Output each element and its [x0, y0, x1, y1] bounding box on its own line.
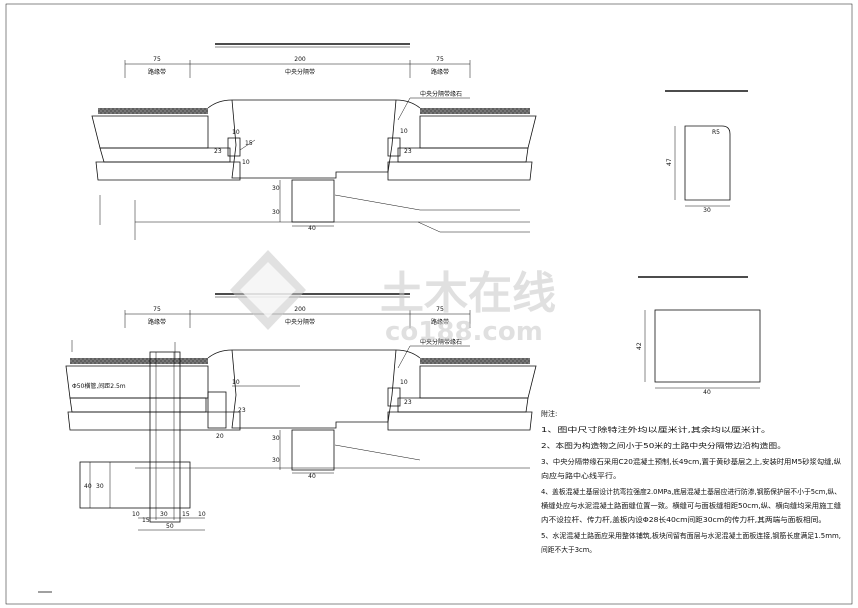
median-soil-surface-b: [207, 349, 421, 359]
note-line-5: 4、盖板混凝土基层设计抗弯拉强度2.0MPa,底层混凝土基层应进行防渗,钢筋保护…: [541, 487, 841, 496]
curb-right-b: [387, 387, 401, 407]
curb-right: [387, 137, 401, 157]
dim-d3: 23: [214, 148, 222, 155]
dim-b14: 50: [166, 523, 174, 530]
drain-block-profile: [654, 309, 761, 383]
dim-d8: 30: [272, 209, 280, 216]
dim-b1: 10: [232, 379, 240, 386]
dim-center-width-b: 200: [294, 306, 306, 313]
dim-d6: 10: [400, 128, 408, 135]
detail-bottom: 42 40: [636, 276, 761, 396]
detail-top-chamfer: R5: [712, 129, 720, 136]
watermark: 土木在线 co188.com: [230, 250, 556, 347]
dim-b11: 15: [142, 517, 150, 524]
sheet-frame: [5, 3, 853, 605]
dim-b15: 10: [198, 511, 206, 518]
dim-right-width-b: 75: [436, 306, 444, 313]
note-line-9: 间距不大于3cm。: [541, 545, 596, 554]
label-median-b: 中央分隔带: [285, 318, 315, 326]
note-line-4: 向应与路中心线平行。: [541, 471, 621, 480]
dim-d5: 23: [404, 148, 412, 155]
base-layer-left: [91, 115, 209, 149]
dim-d9: 40: [308, 225, 316, 232]
label-left-edge-strip: 路缘带: [148, 68, 166, 76]
section-bottom: 75 200 75 路缘带 中央分隔带 路缘带 Φ50横管,间距2.5m 10 …: [65, 293, 537, 531]
label-right-edge-strip: 路缘带: [431, 68, 449, 76]
notes-block: 附注: 1、图中尺寸除特注外均以厘米计,其余均以厘米计。 2、本图为构造物之间小…: [541, 409, 841, 554]
detail-bottom-width: 40: [703, 389, 711, 396]
dim-b6: 30: [272, 435, 280, 442]
dim-center-width: 200: [294, 56, 306, 63]
drain-gravel-block: [291, 179, 335, 223]
dim-left-width-b: 75: [153, 306, 161, 313]
asphalt-layer-left: [98, 108, 208, 114]
label-transverse-pipe: Φ50横管,间距2.5m: [72, 382, 126, 390]
note-line-3: 3、中央分隔带缘石采用C20混凝土预制,长49cm,置于黄砂基层之上,安装时用M…: [541, 457, 841, 466]
dim-d4: 15: [245, 140, 253, 147]
asphalt-layer-right-b: [420, 358, 530, 364]
detail-bottom-height: 42: [636, 342, 643, 350]
dim-b10: 30: [96, 483, 104, 490]
note-line-8: 5、水泥混凝土路面应采用整体铺筑,板块间留有面层与水泥混凝土面板连接,钢筋长度满…: [541, 531, 841, 540]
dim-d1: 10: [232, 129, 240, 136]
gravel-fill-left-b: [207, 391, 227, 429]
note-line-1: 1、图中尺寸除特注外均以厘米计,其余均以厘米计。: [541, 425, 771, 434]
detail-top-height: 47: [666, 158, 673, 166]
subbase-layer-right: [397, 147, 529, 163]
median-soil-surface: [207, 99, 421, 109]
label-median: 中央分隔带: [285, 68, 315, 76]
label-left-edge-strip-b: 路缘带: [148, 318, 166, 326]
dim-b13: 15: [182, 511, 190, 518]
detail-top-width: 30: [703, 207, 711, 214]
dim-right-width: 75: [436, 56, 444, 63]
section-top: 75 200 75 路缘带 中央分隔带 路缘带 10 10 23 15 23 1…: [91, 43, 537, 240]
label-median-curb: 中央分隔带缘石: [420, 90, 462, 98]
dim-d2: 10: [242, 159, 250, 166]
dim-b8: 40: [308, 473, 316, 480]
asphalt-layer-right: [420, 108, 530, 114]
dim-b7: 30: [272, 457, 280, 464]
note-line-7: 内不设拉杆、传力杆,盖板内设Φ28长40cm间距30cm的传力杆,其两端与面板相…: [541, 515, 826, 524]
dim-b16: 10: [132, 511, 140, 518]
base-layer-left-b: [65, 365, 209, 399]
dim-b12: 30: [160, 511, 168, 518]
detail-top: 47 30 R5: [665, 90, 748, 214]
bottom-layer-right-b: [387, 411, 533, 431]
dim-b3: 20: [216, 433, 224, 440]
vertical-drain-pipe: [149, 351, 181, 523]
label-right-edge-strip-b: 路缘带: [431, 318, 449, 326]
bottom-layer-left: [95, 161, 241, 181]
subbase-layer-left-b: [69, 397, 207, 413]
dim-b5: 23: [404, 399, 412, 406]
dim-b9: 40: [84, 483, 92, 490]
bottom-layer-left-b: [67, 411, 241, 431]
median-trench-outline-b: [231, 349, 397, 429]
dim-b4: 10: [400, 379, 408, 386]
watermark-brand: 土木在线: [380, 268, 556, 319]
outlet-structure: [79, 461, 191, 509]
subbase-layer-left: [99, 147, 231, 163]
watermark-domain: co188.com: [385, 317, 543, 347]
drain-gravel-block-b: [291, 429, 335, 471]
dim-left-width: 75: [153, 56, 161, 63]
base-layer-right-b: [419, 365, 537, 399]
subbase-layer-right-b: [397, 397, 529, 413]
label-median-curb-b: 中央分隔带缘石: [420, 338, 462, 346]
median-trench-outline: [231, 99, 397, 179]
note-line-2: 2、本图为构造物之间小于50米的土路中央分隔带边沿构造图。: [541, 441, 786, 450]
bottom-layer-right: [387, 161, 533, 181]
dim-d7: 30: [272, 185, 280, 192]
dim-b2: 23: [238, 407, 246, 414]
curb-profile-outline: [684, 125, 731, 201]
curb-left: [227, 137, 241, 157]
asphalt-layer-left-b: [70, 358, 208, 364]
note-line-6: 横缝处应与水泥混凝土路面缝位置一致。横缝可与面板缝相距50cm,纵、横向缝均采用…: [541, 501, 841, 510]
notes-title: 附注:: [541, 409, 557, 418]
base-layer-right: [419, 115, 537, 149]
